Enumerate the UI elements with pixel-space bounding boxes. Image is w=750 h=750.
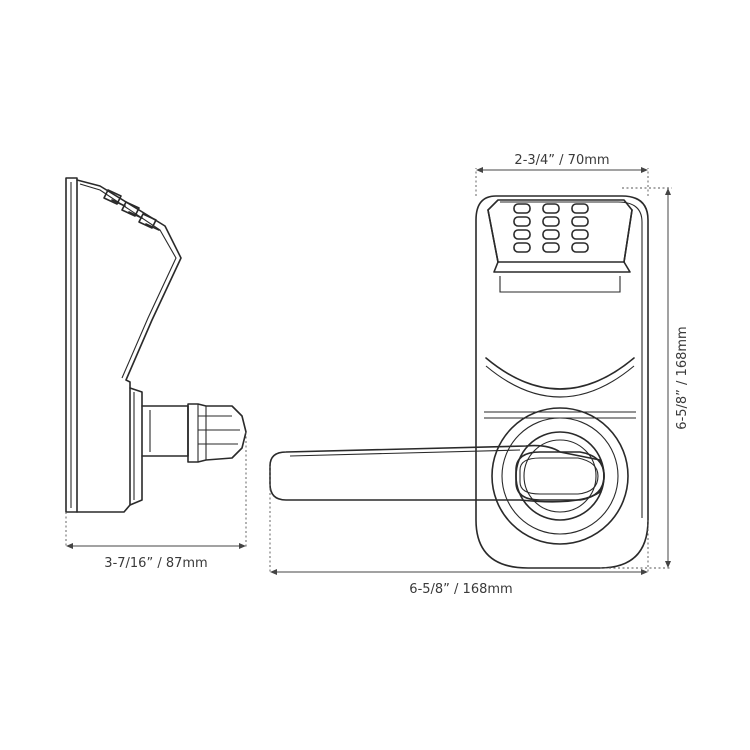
depth-label: 3-7/16” / 87mm <box>104 556 207 571</box>
height-label: 6-5/8” / 168mm <box>675 326 690 429</box>
front-keypad-panel <box>487 199 633 263</box>
keypad-key <box>542 216 560 227</box>
keypad-key <box>513 242 531 253</box>
keypad-key <box>542 242 560 253</box>
keypad-key <box>542 203 560 214</box>
keypad-key <box>513 203 531 214</box>
side-view <box>65 177 247 513</box>
front-keypad-buttons <box>513 203 589 253</box>
front-mid-band <box>485 357 635 390</box>
keypad-key <box>571 229 589 240</box>
front-rose-outer <box>491 407 629 545</box>
width-label: 2-3/4” / 70mm <box>514 153 609 168</box>
front-lever <box>269 444 605 503</box>
dimension-lines <box>65 167 672 575</box>
side-spindle <box>141 405 189 457</box>
lever-length-label: 6-5/8” / 168mm <box>409 582 512 597</box>
side-body-profile <box>76 179 182 513</box>
side-lever-hub <box>187 403 247 463</box>
front-lever-pad <box>515 451 605 501</box>
side-keypad-buttons <box>103 189 160 231</box>
keypad-key <box>571 216 589 227</box>
keypad-key <box>542 229 560 240</box>
front-view <box>269 195 649 569</box>
keypad-key <box>513 229 531 240</box>
side-rose <box>129 387 143 506</box>
keypad-key <box>571 203 589 214</box>
dimension-labels: 3-7/16” / 87mm 2-3/4” / 70mm 6-5/8” / 16… <box>104 153 690 597</box>
keypad-key <box>571 242 589 253</box>
keypad-key <box>513 216 531 227</box>
